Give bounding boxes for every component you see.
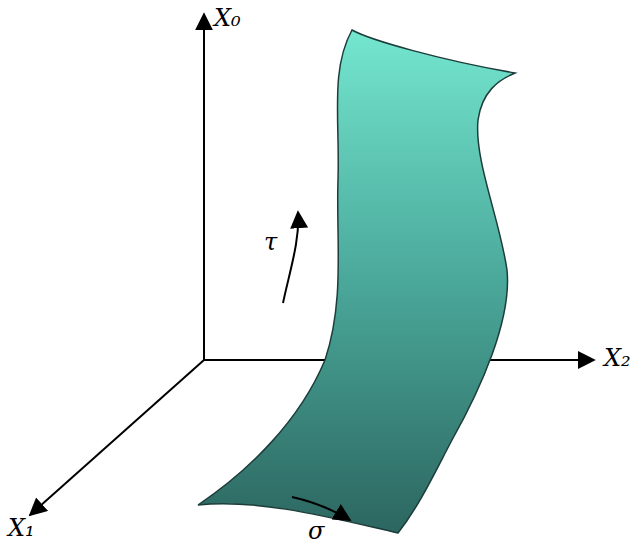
axis-label: X₁ [8,516,35,540]
tau-arrow [283,212,298,303]
axis-label: X₀ [214,6,241,30]
axis-label: X₂ [604,346,631,370]
parameter-label: σ [308,519,324,543]
sigma-arrow [292,497,350,520]
worldsheet-surface [198,30,515,533]
parameter-label: τ [264,230,277,254]
